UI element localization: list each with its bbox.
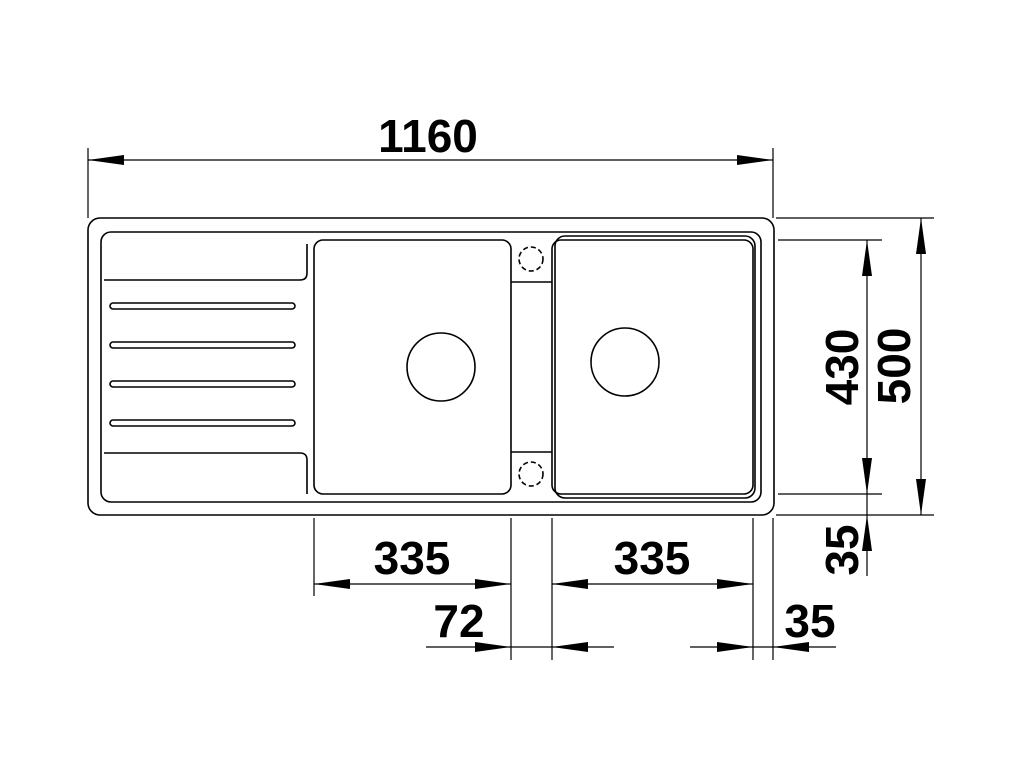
extension-lines	[87, 148, 934, 660]
drainer-groove-3	[109, 380, 296, 388]
dimension-divider-width: 72	[426, 595, 614, 652]
tap-hole-top	[518, 246, 544, 272]
sink-inner-rim	[100, 231, 762, 503]
left-bowl	[313, 239, 512, 495]
sink-outline	[87, 217, 775, 516]
dimension-bowl-depth: 430	[816, 240, 872, 494]
label-left-bowl-width: 335	[374, 532, 451, 584]
bowl-divider	[511, 246, 552, 487]
drainer-bottom-edge	[104, 452, 308, 494]
label-divider-width: 72	[433, 595, 484, 647]
tap-hole-bottom	[518, 461, 544, 487]
dimension-right-bowl-width: 335	[552, 532, 753, 589]
drainer-groove-2	[109, 341, 296, 349]
drainer-board	[104, 244, 308, 494]
sink-outer-edge	[87, 217, 775, 516]
label-overall-depth: 500	[868, 328, 920, 405]
right-bowl	[551, 235, 756, 499]
label-overall-width: 1160	[378, 110, 478, 162]
drainer-top-edge	[104, 244, 308, 281]
dimension-overall-depth: 500	[868, 218, 926, 515]
right-bowl-outline	[551, 239, 754, 495]
label-front-margin: 35	[816, 524, 868, 575]
right-bowl-drain	[590, 327, 660, 397]
label-right-bowl-width: 335	[614, 532, 691, 584]
dimension-front-margin: 35	[816, 494, 872, 576]
drainer-groove-1	[109, 302, 296, 310]
drainer-groove-4	[109, 419, 296, 427]
label-right-margin: 35	[784, 595, 835, 647]
label-bowl-depth: 430	[816, 329, 868, 406]
dimension-overall-width: 1160	[88, 110, 773, 165]
left-bowl-outline	[313, 239, 512, 495]
left-bowl-drain	[406, 332, 476, 402]
right-bowl-rim	[554, 235, 756, 499]
dimension-left-bowl-width: 335	[314, 532, 511, 589]
dimension-right-margin: 35	[690, 595, 836, 652]
